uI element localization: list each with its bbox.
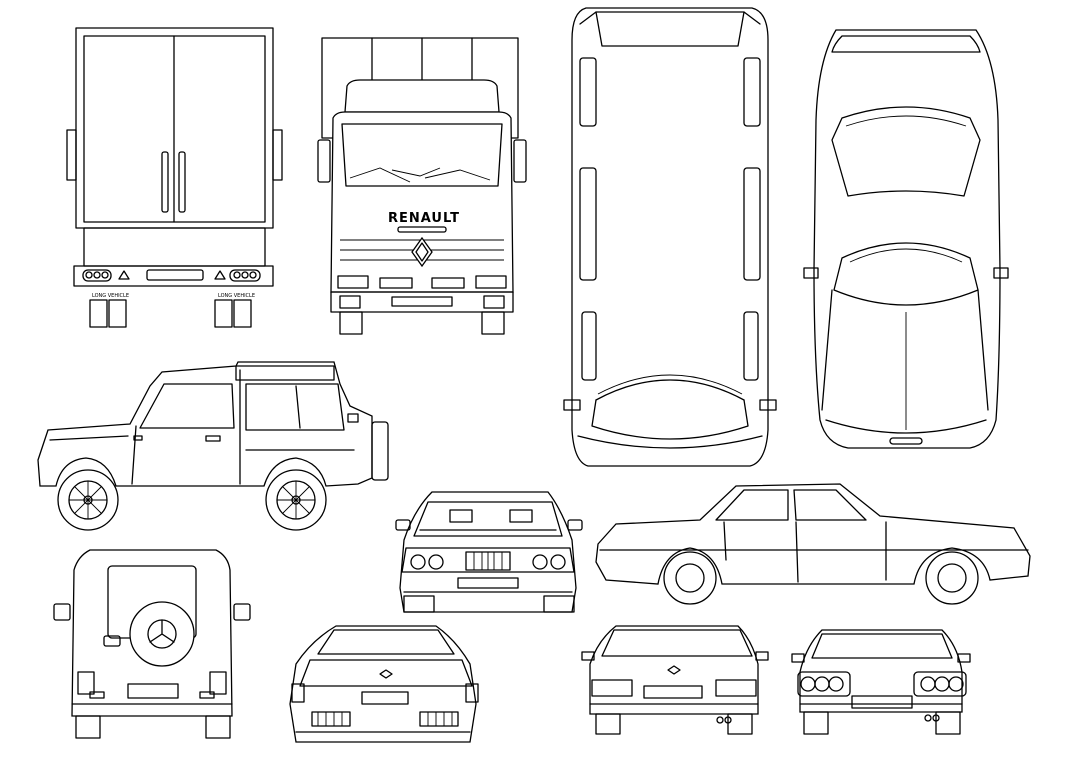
sedan-rear-view [581, 625, 769, 735]
sports-car-top-view [803, 29, 1009, 449]
truck-trailer-rear-view: LONG VEHICLE LONG VEHICLE [66, 27, 283, 328]
stretched-car-top-view [563, 7, 777, 467]
sedan-front-view [395, 491, 583, 613]
renault-truck-front-view: RENAULT [317, 37, 527, 335]
trailer-plate-left: LONG VEHICLE [92, 293, 129, 299]
suv-rear-view [53, 549, 251, 739]
trailer-plate-right: LONG VEHICLE [218, 293, 255, 299]
sports-car-front-view [289, 625, 479, 743]
truck-brand-badge: RENAULT [388, 211, 460, 226]
suv-side-view [37, 361, 389, 531]
sports-car-rear-view [791, 629, 971, 735]
sedan-side-view [595, 483, 1031, 605]
